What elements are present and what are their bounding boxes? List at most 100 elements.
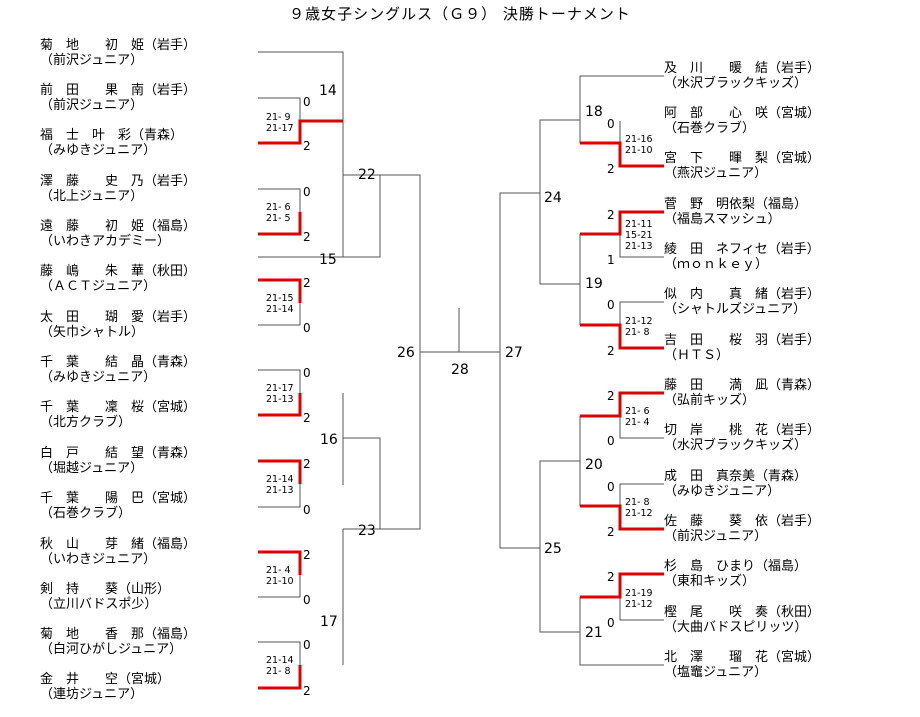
- player-team: （石巻クラブ）: [40, 506, 132, 521]
- player-name: 藤 嶋 朱 華（秋田）: [40, 264, 197, 279]
- right-player-11: 佐 藤 葵 依（岩手）（前沢ジュニア）: [664, 514, 820, 544]
- games-won: 0: [303, 185, 311, 199]
- right-player-7: 吉 田 桜 羽（岩手）（ＨＴＳ）: [664, 333, 820, 363]
- left-player-13: 剣 持 葵（山形）（立川バドスポ少）: [40, 582, 170, 612]
- set-score: 21-19: [625, 588, 653, 599]
- player-team: （塩竈ジュニア）: [664, 665, 768, 680]
- match-18-label: 18: [585, 104, 603, 120]
- player-name: 千 葉 陽 巴（宮城）: [40, 491, 197, 506]
- player-name: 前 田 果 南（岩手）: [40, 83, 197, 98]
- match-14-label: 14: [319, 83, 337, 99]
- games-won: 0: [607, 117, 615, 131]
- player-team: （前沢ジュニア）: [40, 98, 144, 113]
- player-name: 千 葉 結 晶（青森）: [40, 355, 197, 370]
- match-20-label: 20: [585, 457, 603, 473]
- player-name: 阿 部 心 咲（宮城）: [664, 106, 821, 121]
- games-won: 2: [607, 525, 615, 539]
- player-name: 金 井 空（宮城）: [40, 672, 171, 687]
- right-player-14: 北 澤 瑠 花（宮城）（塩竈ジュニア）: [664, 650, 820, 680]
- right-player-8: 藤 田 満 凪（青森）（弘前キッズ）: [664, 378, 820, 408]
- match-25-label: 25: [544, 541, 562, 557]
- left-player-14: 菊 地 香 那（福島）（白河ひがしジュニア）: [40, 627, 196, 657]
- match-17-label: 17: [320, 614, 338, 630]
- set-score: 21-12: [625, 599, 653, 610]
- set-score: 21-17: [266, 123, 294, 134]
- games-won: 0: [303, 366, 311, 380]
- match-19-label: 19: [585, 276, 603, 292]
- games-won: 0: [607, 616, 615, 630]
- player-team: （ＨＴＳ）: [664, 348, 730, 363]
- player-team: （みゆきジュニア）: [40, 143, 157, 158]
- player-team: （みゆきジュニア）: [40, 370, 157, 385]
- player-team: （立川バドスポ少）: [40, 597, 158, 612]
- set-score: 21-13: [266, 485, 294, 496]
- player-team: （東和キッズ）: [664, 574, 756, 589]
- right-player-4: 菅 野 明依梨（福島）（福島スマッシュ）: [664, 197, 807, 227]
- left-player-3: 福 士 叶 彩（青森）（みゆきジュニア）: [40, 128, 183, 158]
- player-team: （ＡＣＴジュニア）: [40, 279, 157, 294]
- set-score: 21-12: [625, 316, 653, 327]
- games-won: 2: [303, 411, 311, 425]
- player-team: （前沢ジュニア）: [664, 529, 768, 544]
- set-score: 21- 5: [266, 213, 291, 224]
- match-24-label: 24: [544, 190, 562, 206]
- player-team: （白河ひがしジュニア）: [40, 642, 183, 657]
- player-name: 成 田 真奈美（青森）: [664, 469, 808, 484]
- left-player-1: 菊 地 初 姫（岩手）（前沢ジュニア）: [40, 38, 196, 68]
- match-26-label: 26: [397, 345, 415, 361]
- player-name: 秋 山 芽 緒（福島）: [40, 537, 197, 552]
- player-team: （水沢ブラックキッズ）: [664, 76, 808, 91]
- player-name: 福 士 叶 彩（青森）: [40, 128, 184, 143]
- games-won: 0: [303, 503, 311, 517]
- set-score: 21- 4: [266, 565, 291, 576]
- games-won: 0: [607, 480, 615, 494]
- player-name: 菊 地 初 姫（岩手）: [40, 38, 197, 53]
- match-16-label: 16: [320, 432, 338, 448]
- player-team: （堀越ジュニア）: [40, 461, 144, 476]
- player-name: 杉 島 ひまり（福島）: [664, 559, 808, 574]
- games-won: 2: [303, 230, 311, 244]
- player-name: 宮 下 暉 梨（宮城）: [664, 151, 821, 166]
- set-score: 21-14: [266, 655, 294, 666]
- set-score: 21-15: [266, 293, 294, 304]
- player-team: （福島スマッシュ）: [664, 212, 781, 227]
- games-won: 2: [303, 548, 311, 562]
- set-score: 21-10: [266, 576, 294, 587]
- games-won: 2: [607, 208, 615, 222]
- set-score: 21-14: [266, 474, 294, 485]
- player-name: 切 岸 桃 花（岩手）: [664, 423, 821, 438]
- games-won: 1: [607, 253, 615, 267]
- player-name: 及 川 暖 結（岩手）: [664, 61, 821, 76]
- games-won: 2: [607, 162, 615, 176]
- left-player-6: 藤 嶋 朱 華（秋田）（ＡＣＴジュニア）: [40, 264, 196, 294]
- right-player-3: 宮 下 暉 梨（宮城）（燕沢ジュニア）: [664, 151, 820, 181]
- set-score: 21- 4: [625, 417, 650, 428]
- games-won: 2: [303, 684, 311, 698]
- player-name: 佐 藤 葵 依（岩手）: [664, 514, 821, 529]
- player-team: （大曲バドスピリッツ）: [664, 620, 808, 635]
- left-player-9: 千 葉 凜 桜（宮城）（北方クラブ）: [40, 400, 196, 430]
- player-name: 太 田 瑚 愛（岩手）: [40, 310, 197, 325]
- match-27-label: 27: [505, 345, 523, 361]
- games-won: 2: [607, 570, 615, 584]
- player-team: （石巻クラブ）: [664, 121, 756, 136]
- player-name: 似 内 真 緒（岩手）: [664, 287, 821, 302]
- set-score: 21-17: [266, 383, 294, 394]
- set-score: 21-12: [625, 508, 653, 519]
- games-won: 2: [607, 389, 615, 403]
- set-score: 21-10: [625, 145, 653, 156]
- match-21-label: 21: [585, 625, 603, 641]
- set-score: 21-13: [625, 241, 653, 252]
- right-player-10: 成 田 真奈美（青森）（みゆきジュニア）: [664, 469, 807, 499]
- left-player-2: 前 田 果 南（岩手）（前沢ジュニア）: [40, 83, 196, 113]
- set-score: 21-11: [625, 219, 653, 230]
- player-name: 吉 田 桜 羽（岩手）: [664, 333, 821, 348]
- right-player-13: 樫 尾 咲 奏（秋田）（大曲バドスピリッツ）: [664, 605, 820, 635]
- games-won: 0: [303, 638, 311, 652]
- games-won: 0: [303, 95, 311, 109]
- right-player-6: 似 内 真 緒（岩手）（シャトルズジュニア）: [664, 287, 820, 317]
- player-team: （前沢ジュニア）: [40, 53, 144, 68]
- match-22-label: 22: [358, 167, 376, 183]
- left-player-4: 澤 藤 史 乃（岩手）（北上ジュニア）: [40, 174, 196, 204]
